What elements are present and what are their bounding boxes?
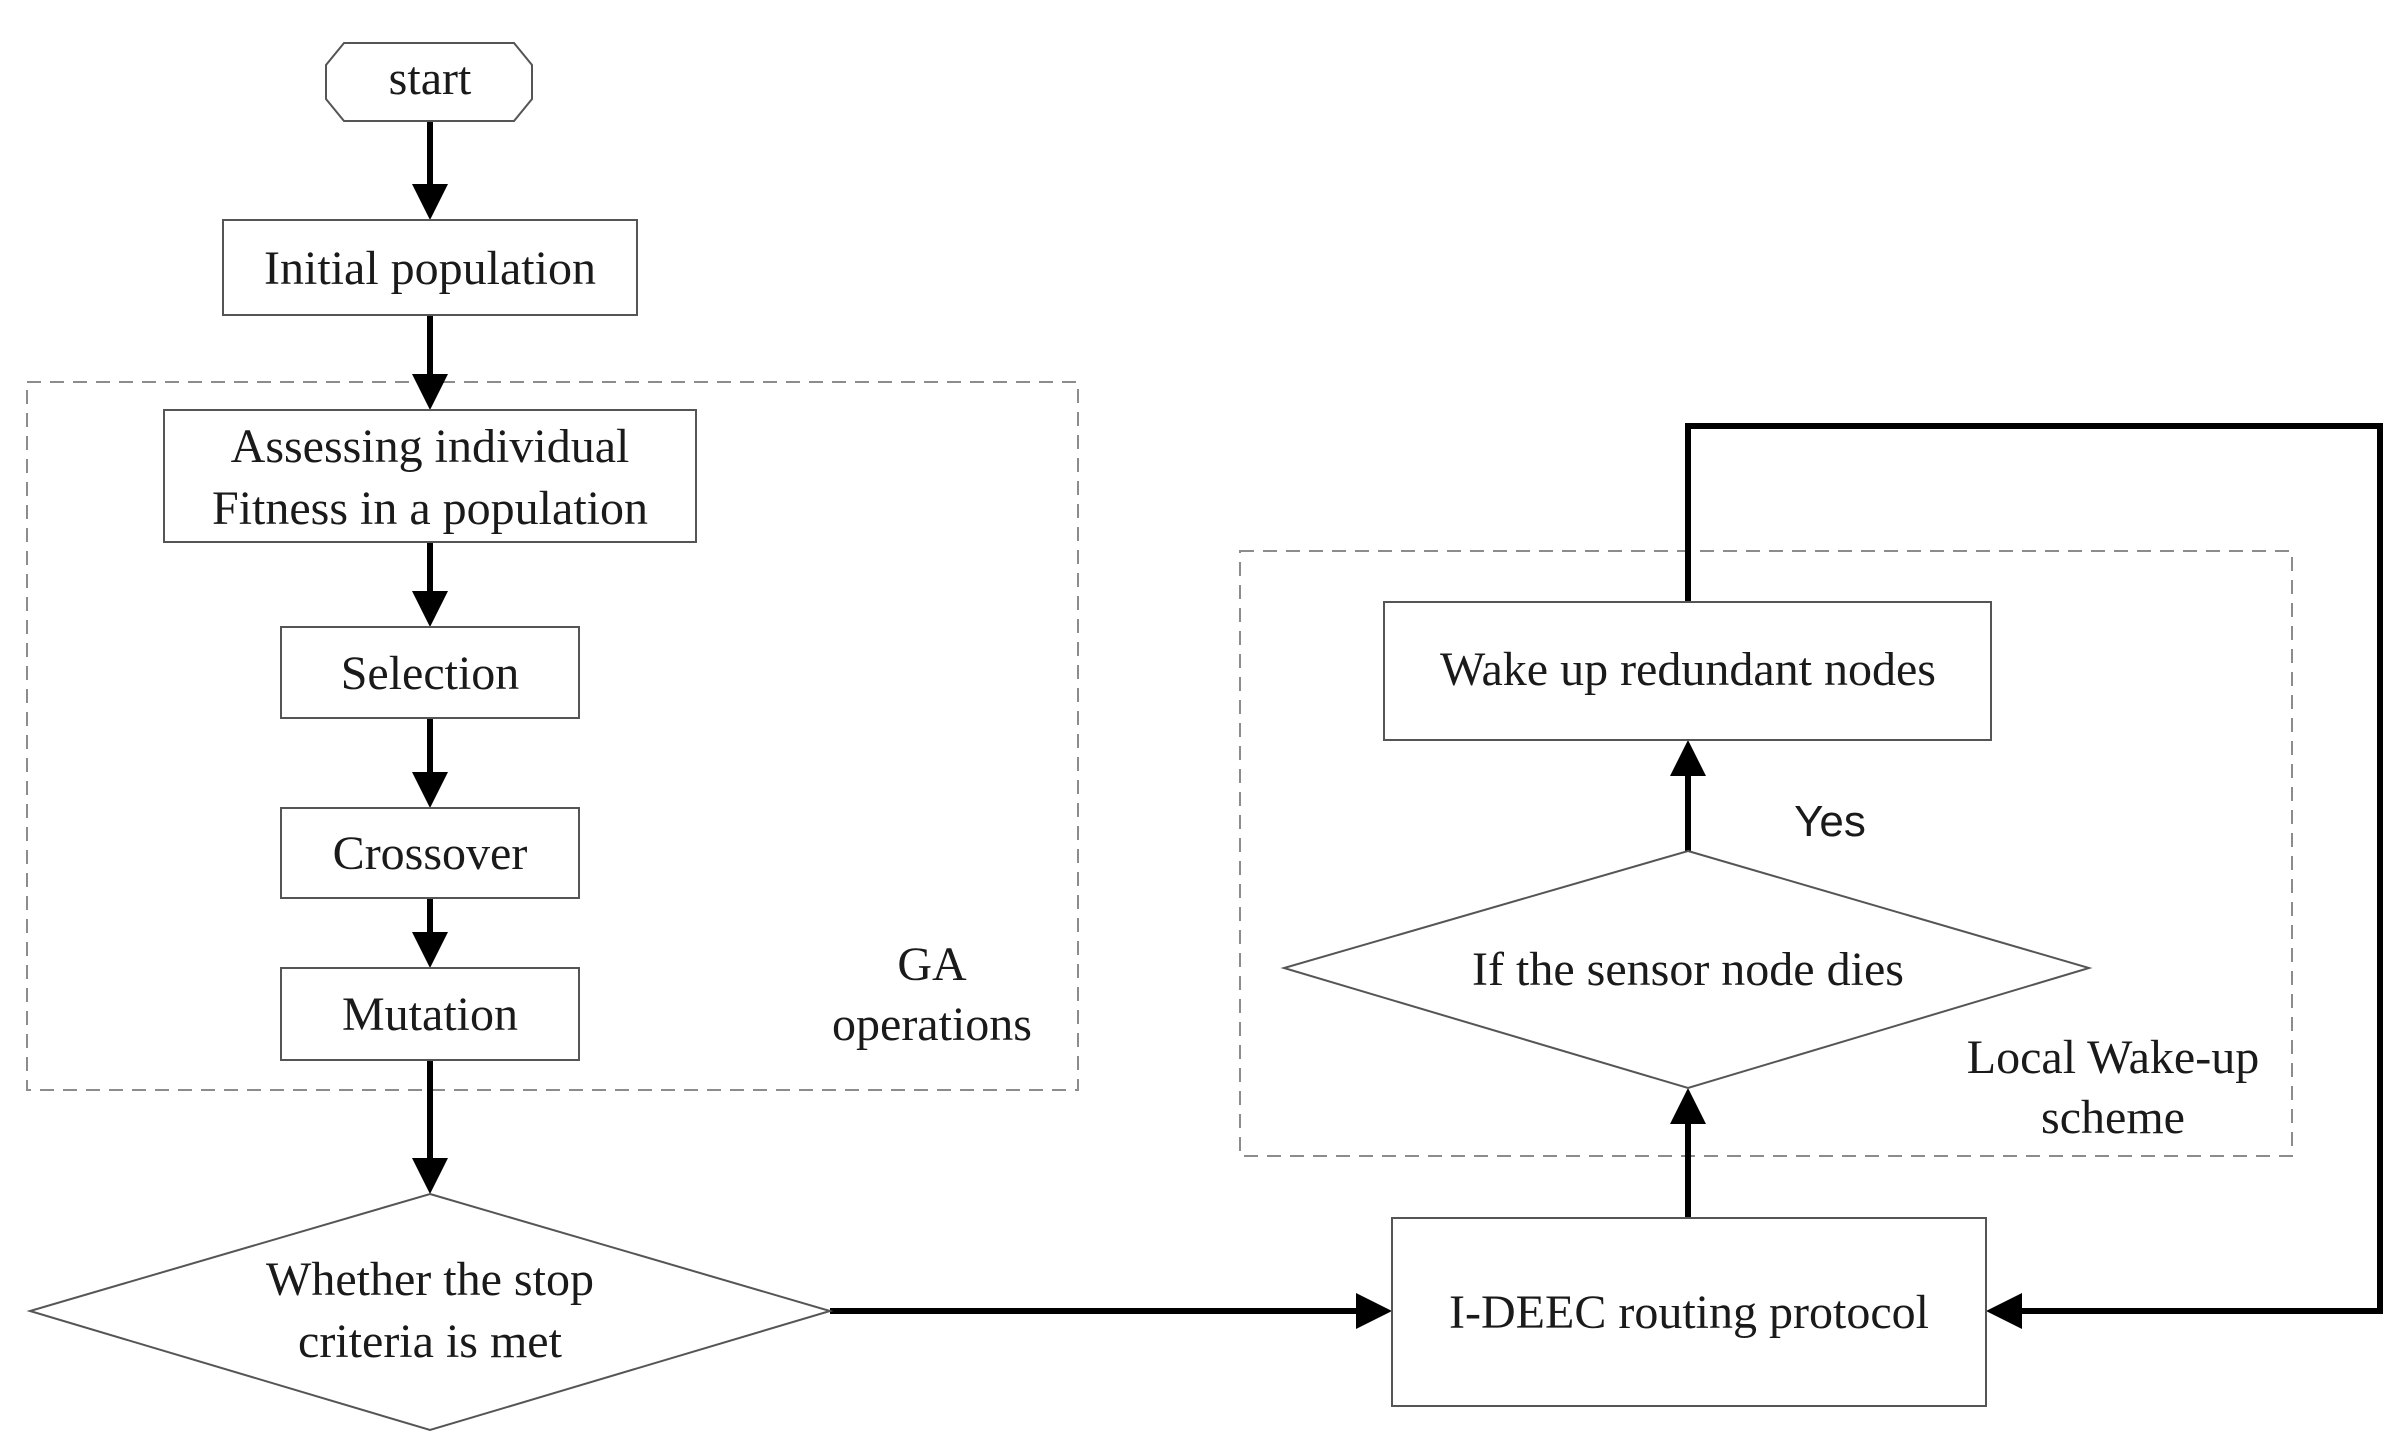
node-sensor-node-dies-label: If the sensor node dies <box>1472 943 1904 996</box>
arrowhead-wakeup-to-ideec <box>1986 1293 2022 1329</box>
node-stop-criteria-line2: criteria is met <box>298 1315 563 1368</box>
local-wakeup-label-line1: Local Wake-up <box>1967 1031 2259 1084</box>
node-initial-population-label: Initial population <box>264 242 596 295</box>
node-start-label: start <box>389 52 472 105</box>
node-assessing-fitness: Assessing individual Fitness in a popula… <box>163 409 697 543</box>
node-selection: Selection <box>280 626 580 719</box>
arrowhead-assessing-to-selection <box>412 591 448 627</box>
node-crossover-label: Crossover <box>333 827 528 880</box>
local-wakeup-label-line2: scheme <box>2041 1091 2185 1144</box>
node-mutation: Mutation <box>280 967 580 1061</box>
ga-operations-label-line2: operations <box>832 998 1032 1051</box>
local-wakeup-group: Local Wake-up scheme <box>1239 550 2293 1157</box>
node-crossover: Crossover <box>280 807 580 899</box>
node-mutation-label: Mutation <box>342 988 518 1041</box>
node-ideec-protocol: I-DEEC routing protocol <box>1391 1217 1987 1407</box>
arrowhead-selection-to-crossover <box>412 772 448 808</box>
node-start: start <box>325 42 533 122</box>
node-sensor-node-dies: If the sensor node dies <box>1280 849 2093 1090</box>
node-stop-criteria: Whether the stop criteria is met <box>26 1192 834 1432</box>
edge-label-yes: Yes <box>1794 797 1866 846</box>
node-ideec-protocol-label: I-DEEC routing protocol <box>1449 1286 1929 1339</box>
node-wake-up-nodes-label: Wake up redundant nodes <box>1440 643 1936 696</box>
node-assessing-fitness-line2: Fitness in a population <box>212 482 648 535</box>
ga-operations-label-line1: GA <box>897 938 967 991</box>
edges <box>412 121 2383 1329</box>
arrowhead-initial-to-assessing <box>412 374 448 410</box>
arrowhead-sensor-to-wakeup <box>1670 740 1706 776</box>
node-assessing-fitness-line1: Assessing individual <box>231 420 630 473</box>
node-initial-population: Initial population <box>222 219 638 316</box>
ga-operations-group: GA operations <box>26 381 1079 1091</box>
arrowhead-mutation-to-stop <box>412 1158 448 1194</box>
node-selection-label: Selection <box>341 647 520 700</box>
arrowhead-start-to-initial <box>412 184 448 220</box>
node-wake-up-nodes: Wake up redundant nodes <box>1383 601 1992 741</box>
node-stop-criteria-line1: Whether the stop <box>266 1253 594 1306</box>
arrowhead-stop-to-ideec <box>1356 1293 1392 1329</box>
edge-wakeup-to-ideec-loop <box>1685 423 2383 1314</box>
arrowhead-ideec-to-sensor <box>1670 1088 1706 1124</box>
arrowhead-crossover-to-mutation <box>412 932 448 968</box>
